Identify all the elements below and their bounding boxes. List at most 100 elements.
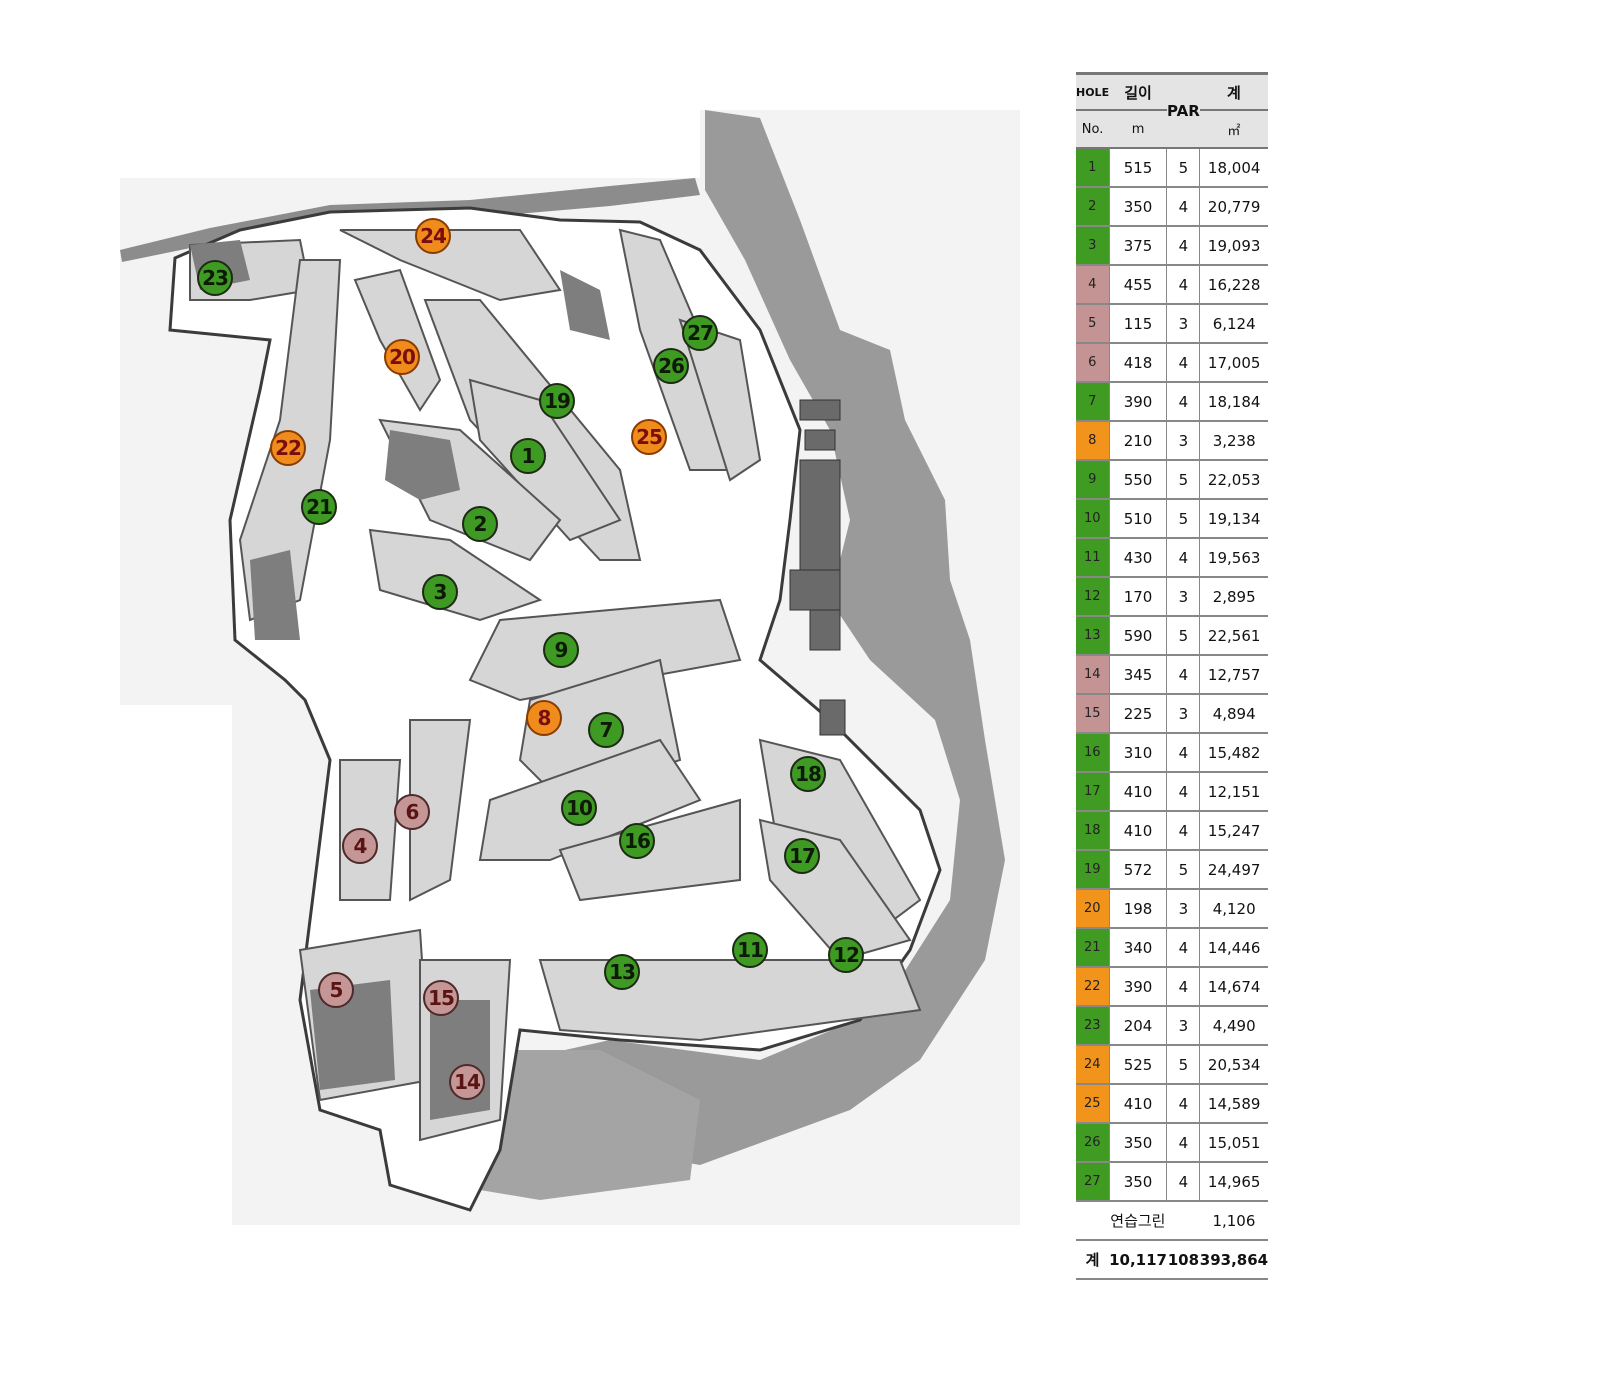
- total-length: 10,117: [1109, 1240, 1167, 1280]
- area-cell: 4,120: [1199, 889, 1269, 929]
- par-cell: 4: [1166, 382, 1200, 422]
- area-cell: 14,589: [1199, 1084, 1269, 1124]
- hole-number-cell: 15: [1076, 694, 1110, 734]
- header-area: 계: [1199, 72, 1269, 111]
- hole-number-cell: 26: [1076, 1123, 1110, 1163]
- length-cell: 198: [1108, 889, 1167, 929]
- par-cell: 3: [1166, 889, 1200, 929]
- area-cell: 16,228: [1199, 265, 1269, 305]
- length-cell: 510: [1108, 499, 1167, 539]
- hole-number-cell: 17: [1076, 772, 1110, 812]
- hole-marker-5: 5: [318, 972, 354, 1008]
- area-cell: 4,894: [1199, 694, 1269, 734]
- length-cell: 170: [1108, 577, 1167, 617]
- area-cell: 12,151: [1199, 772, 1269, 812]
- par-cell: 4: [1166, 928, 1200, 968]
- length-cell: 410: [1108, 1084, 1167, 1124]
- area-cell: 12,757: [1199, 655, 1269, 695]
- par-cell: 5: [1166, 499, 1200, 539]
- length-cell: 340: [1108, 928, 1167, 968]
- par-cell: 5: [1166, 1045, 1200, 1085]
- hole-number-cell: 3: [1076, 226, 1110, 266]
- hole-marker-26: 26: [653, 348, 689, 384]
- hole-number-cell: 7: [1076, 382, 1110, 422]
- length-cell: 418: [1108, 343, 1167, 383]
- par-cell: 4: [1166, 538, 1200, 578]
- header-area-unit: ㎡: [1199, 110, 1269, 149]
- hole-number-cell: 8: [1076, 421, 1110, 461]
- total-area: 393,864: [1199, 1240, 1269, 1280]
- area-cell: 15,051: [1199, 1123, 1269, 1163]
- hole-marker-13: 13: [604, 954, 640, 990]
- par-cell: 5: [1166, 616, 1200, 656]
- area-cell: 15,482: [1199, 733, 1269, 773]
- hole-number-cell: 25: [1076, 1084, 1110, 1124]
- length-cell: 390: [1108, 382, 1167, 422]
- hole-marker-27: 27: [682, 315, 718, 351]
- par-cell: 5: [1166, 148, 1200, 188]
- area-cell: 15,247: [1199, 811, 1269, 851]
- hole-number-cell: 5: [1076, 304, 1110, 344]
- area-cell: 18,184: [1199, 382, 1269, 422]
- table-header-row: HOLE 길이 PAR 계: [1076, 72, 1269, 149]
- area-cell: 20,534: [1199, 1045, 1269, 1085]
- length-cell: 350: [1108, 1162, 1167, 1202]
- length-cell: 375: [1108, 226, 1167, 266]
- clubhouse: [789, 399, 846, 736]
- area-cell: 19,134: [1199, 499, 1269, 539]
- length-cell: 590: [1108, 616, 1167, 656]
- hole-marker-24: 24: [415, 218, 451, 254]
- area-cell: 18,004: [1199, 148, 1269, 188]
- hole-number-cell: 20: [1076, 889, 1110, 929]
- hole-marker-20: 20: [384, 339, 420, 375]
- area-cell: 3,238: [1199, 421, 1269, 461]
- header-par: PAR: [1166, 72, 1200, 149]
- hole-number-cell: 13: [1076, 616, 1110, 656]
- hole-marker-22: 22: [270, 430, 306, 466]
- length-cell: 225: [1108, 694, 1167, 734]
- par-cell: 3: [1166, 694, 1200, 734]
- length-cell: 515: [1108, 148, 1167, 188]
- area-cell: 19,563: [1199, 538, 1269, 578]
- hole-marker-8: 8: [526, 700, 562, 736]
- length-cell: 430: [1108, 538, 1167, 578]
- area-cell: 22,561: [1199, 616, 1269, 656]
- hole-number-cell: 1: [1076, 148, 1110, 188]
- table-unit-row: No. m ㎡: [1076, 110, 1269, 149]
- hole-number-cell: 27: [1076, 1162, 1110, 1202]
- hole-marker-12: 12: [828, 937, 864, 973]
- hole-number-cell: 16: [1076, 733, 1110, 773]
- hole-number-cell: 14: [1076, 655, 1110, 695]
- hole-number-cell: 21: [1076, 928, 1110, 968]
- practice-label: 연습그린: [1076, 1201, 1200, 1241]
- area-cell: 6,124: [1199, 304, 1269, 344]
- hole-number-cell: 22: [1076, 967, 1110, 1007]
- par-cell: 4: [1166, 772, 1200, 812]
- hole-number-cell: 23: [1076, 1006, 1110, 1046]
- hole-number-cell: 24: [1076, 1045, 1110, 1085]
- area-cell: 24,497: [1199, 850, 1269, 890]
- hole-marker-23: 23: [197, 260, 233, 296]
- area-cell: 22,053: [1199, 460, 1269, 500]
- practice-green-row: 연습그린 1,106: [1076, 1201, 1269, 1241]
- hole-number-cell: 10: [1076, 499, 1110, 539]
- par-cell: 5: [1166, 460, 1200, 500]
- length-cell: 115: [1108, 304, 1167, 344]
- hole-marker-7: 7: [588, 712, 624, 748]
